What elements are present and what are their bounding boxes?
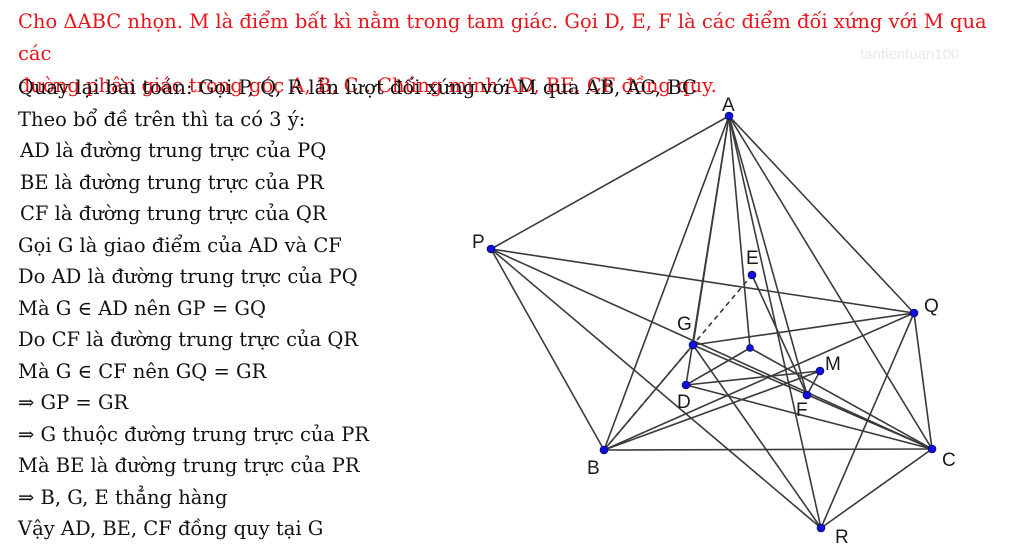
segment-pc: [490, 248, 933, 450]
point-a: [724, 111, 734, 121]
point-r: [816, 523, 826, 533]
solution-line-2: Theo bổ đề trên thì ta có 3 ý:: [18, 107, 306, 131]
point-e: [747, 270, 757, 280]
label-a: A: [722, 95, 735, 116]
solution-line-15: Vậy AD, BE, CF đồng quy tại G: [18, 517, 324, 540]
solution-line-6: Gọi G là giao điểm của AD và CF: [18, 233, 342, 257]
segment-cg: [692, 344, 933, 450]
segment-ap: [490, 115, 730, 250]
segment-dx: [685, 347, 751, 386]
point-q: [909, 308, 919, 318]
label-b: B: [587, 458, 600, 479]
figure-labels: A P E Q G M D F B C R: [472, 95, 956, 548]
segment-gr: [692, 344, 822, 529]
dashed-segment-be: [603, 274, 753, 451]
solution-line-14: ⇒ B, G, E thẳng hàng: [18, 485, 228, 509]
segment-cd: [685, 384, 933, 450]
segment-pb: [490, 248, 605, 451]
solution-line-7: Do AD là đường trung trực của PQ: [18, 265, 358, 288]
segment-ar: [728, 115, 822, 529]
point-m: [815, 366, 825, 376]
solution-line-12: ⇒ G thuộc đường trung trực của PR: [18, 422, 370, 446]
watermark: tantientuan100: [860, 46, 960, 63]
point-b: [599, 445, 609, 455]
segment-cr: [820, 448, 933, 529]
segment-cx: [749, 347, 933, 450]
point-c: [927, 444, 937, 454]
point-f: [802, 390, 812, 400]
solution-line-8: Mà G ∈ AD nên GP = GQ: [18, 296, 266, 320]
segment-aq: [728, 115, 915, 314]
segment-bc: [603, 448, 933, 451]
solution-text: Quay lại bài toán: Gọi P, Q, R lần lượt …: [18, 72, 697, 545]
solution-line-10: Mà G ∈ CF nên GQ = GR: [18, 359, 267, 383]
label-g: G: [677, 314, 692, 335]
problem-statement: Cho ΔABC nhọn. M là điểm bất kì nằm tron…: [18, 6, 1008, 102]
segment-qc: [913, 312, 933, 450]
segment-ac: [728, 115, 933, 450]
label-c: C: [942, 450, 956, 471]
label-q: Q: [924, 296, 939, 317]
label-f: F: [796, 400, 808, 421]
solution-line-1: Quay lại bài toán: Gọi P, Q, R lần lượt …: [18, 76, 697, 99]
solution-line-3: AD là đường trung trực của PQ: [20, 139, 327, 162]
point-g: [688, 340, 698, 350]
solution-line-13: Mà BE là đường trung trực của PR: [18, 454, 360, 477]
point-p: [486, 244, 496, 254]
label-r: R: [835, 527, 849, 548]
segment-pq: [490, 248, 915, 314]
solution-line-9: Do CF là đường trung trực của QR: [18, 328, 359, 351]
figure-segments: [490, 115, 933, 529]
solution-line-4: BE là đường trung trực của PR: [20, 170, 324, 194]
point-x: [746, 344, 754, 352]
problem-line-2: đường phân giác trong góc A, B, C . Chứn…: [18, 74, 717, 97]
label-p: P: [472, 232, 485, 253]
segment-af: [728, 115, 808, 396]
segment-qg: [692, 312, 915, 346]
point-d: [681, 380, 691, 390]
segment-ab: [603, 115, 730, 451]
label-m: M: [825, 354, 841, 375]
label-e: E: [746, 248, 759, 269]
figure-points: [486, 111, 937, 533]
solution-line-11: ⇒ GP = GR: [18, 391, 129, 414]
problem-line-1: Cho ΔABC nhọn. M là điểm bất kì nằm tron…: [18, 10, 987, 65]
segment-ax: [728, 115, 751, 349]
solution-line-5: CF là đường trung trực của QR: [20, 202, 327, 225]
segment-ef: [751, 274, 808, 396]
segment-mf: [806, 370, 821, 396]
segment-qb: [603, 312, 915, 451]
label-d: D: [677, 392, 691, 413]
